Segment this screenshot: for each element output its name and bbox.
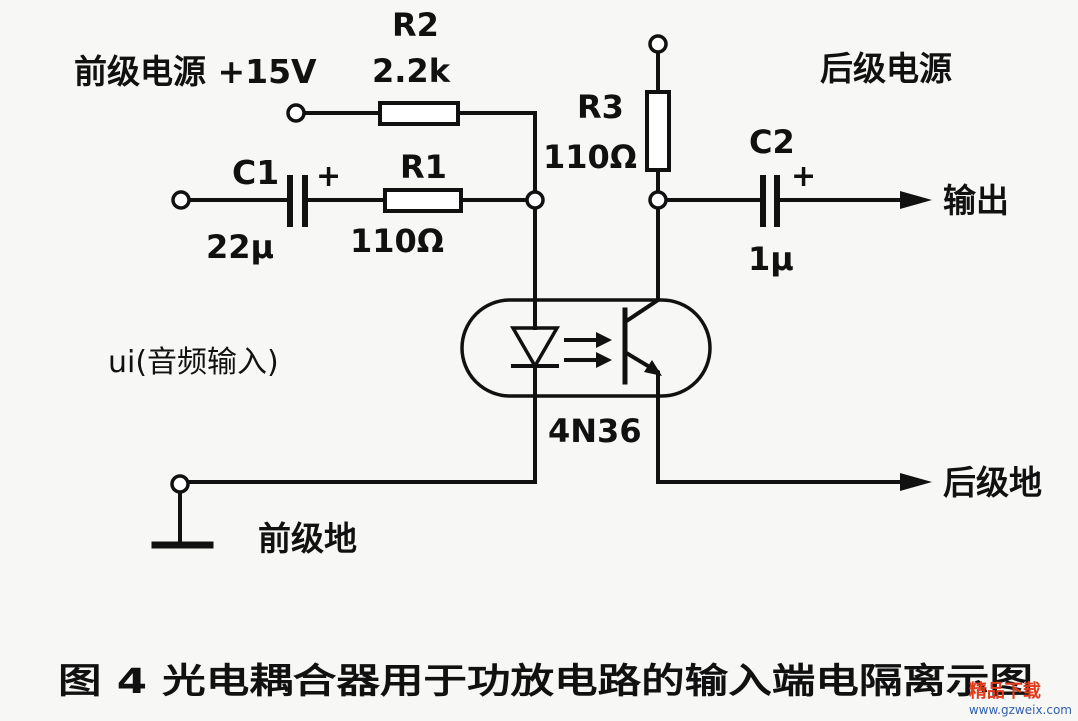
label-c1-name: C1 <box>232 153 279 192</box>
output-arrow <box>900 191 932 209</box>
terminal-node-rear <box>648 190 668 210</box>
label-r1-name: R1 <box>400 148 447 186</box>
label-input: ui(音频输入) <box>108 345 279 380</box>
label-r2-name: R2 <box>392 6 439 44</box>
terminal-junction-front <box>525 190 545 210</box>
watermark-title: 精品下载 <box>968 681 1041 702</box>
figure-caption: 图 4 光电耦合器用于功放电路的输入端电隔离示图 <box>58 661 1033 702</box>
terminal-front-ground <box>170 474 190 494</box>
terminal-rear-power <box>648 34 668 54</box>
watermark-url: www.gzweix.com <box>968 703 1072 717</box>
label-rear-power: 后级电源 <box>820 49 952 88</box>
light-arrowhead-2 <box>596 352 612 368</box>
label-r3-value: 110Ω <box>543 138 637 176</box>
watermark: 精品下载 www.gzweix.com <box>969 677 1072 717</box>
resistor-r3 <box>645 90 671 172</box>
led-symbol <box>509 326 561 370</box>
label-r1-value: 110Ω <box>350 222 444 260</box>
label-c1-polarity: + <box>316 159 341 194</box>
label-device: 4N36 <box>548 412 642 450</box>
label-front-power: 前级电源 +15V <box>74 52 317 91</box>
label-r3-name: R3 <box>577 88 624 126</box>
label-output: 输出 <box>943 181 1009 220</box>
label-c2-polarity: + <box>791 159 816 194</box>
label-front-ground: 前级地 <box>258 519 357 558</box>
optocoupler-body <box>460 298 712 398</box>
wire-r2-junction <box>456 111 537 194</box>
label-rear-ground: 后级地 <box>943 463 1042 502</box>
label-r2-value: 2.2k <box>372 52 451 90</box>
label-c1-value: 22μ <box>206 228 274 266</box>
resistor-r2 <box>378 101 460 126</box>
wire-led-ground <box>187 364 537 484</box>
wire-node-collector <box>625 207 660 323</box>
label-c2-value: 1μ <box>748 240 794 278</box>
label-c2-name: C2 <box>749 123 795 161</box>
terminal-input <box>171 190 191 210</box>
light-arrowhead-1 <box>596 332 612 348</box>
resistor-r1 <box>383 188 463 213</box>
wire-emitter-ground <box>625 351 907 484</box>
terminal-power-15v <box>286 103 306 123</box>
rear-ground-arrow <box>900 473 932 491</box>
emitter-arrowhead <box>644 360 662 376</box>
